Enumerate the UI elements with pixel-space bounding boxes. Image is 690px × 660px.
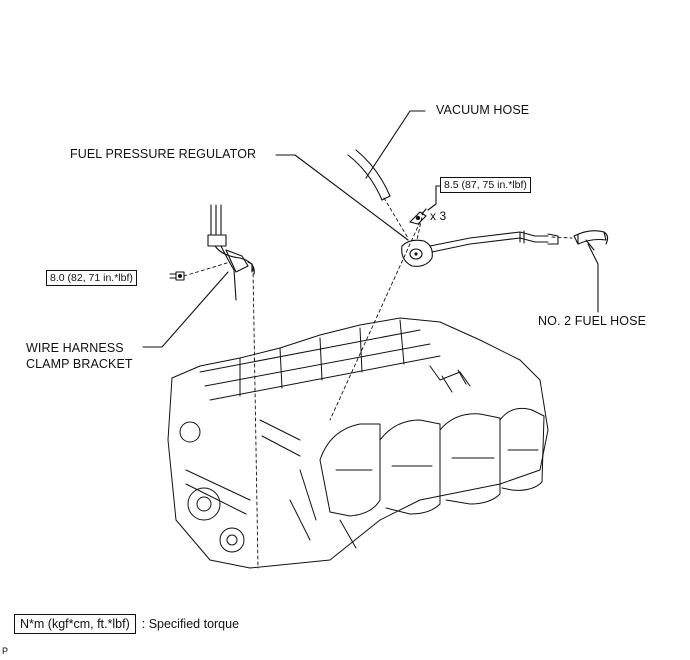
wire-harness-label-line1: WIRE HARNESS bbox=[26, 341, 124, 355]
clamp-bracket-bolt-torque: 8.0 (82, 71 in.*lbf) bbox=[46, 270, 137, 286]
bolt-marks bbox=[178, 215, 421, 278]
clamp-bracket-shape bbox=[169, 204, 255, 301]
engine-block bbox=[167, 317, 549, 569]
no2-fuel-hose-label: NO. 2 FUEL HOSE bbox=[538, 314, 647, 328]
legend-description: : Specified torque bbox=[141, 617, 240, 631]
regulator-shape bbox=[401, 208, 559, 267]
alignment-lines bbox=[183, 197, 573, 569]
vacuum-hose-label: VACUUM HOSE bbox=[436, 103, 530, 117]
regulator-bolt-leader bbox=[427, 185, 441, 211]
clamp-bracket-leader bbox=[142, 271, 229, 348]
bolt-quantity-label: x 3 bbox=[430, 209, 447, 223]
torque-legend: N*m (kgf*cm, ft.*lbf) : Specified torque bbox=[14, 614, 239, 634]
regulator-bolt-torque: 8.5 (87, 75 in.*lbf) bbox=[440, 177, 531, 193]
clamp-bracket-label-line2: CLAMP BRACKET bbox=[26, 357, 133, 371]
vacuum-hose-leader bbox=[365, 110, 426, 179]
no2-fuel-hose-shape bbox=[573, 230, 609, 251]
engine-illustration bbox=[142, 110, 609, 569]
legend-unit-box: N*m (kgf*cm, ft.*lbf) bbox=[14, 614, 136, 634]
fuel-pressure-regulator-label: FUEL PRESSURE REGULATOR bbox=[70, 147, 257, 161]
no2-fuel-hose-leader bbox=[587, 243, 599, 313]
vacuum-hose-shape bbox=[347, 149, 391, 201]
corner-mark: P bbox=[2, 646, 9, 656]
regulator-leader bbox=[275, 154, 409, 241]
